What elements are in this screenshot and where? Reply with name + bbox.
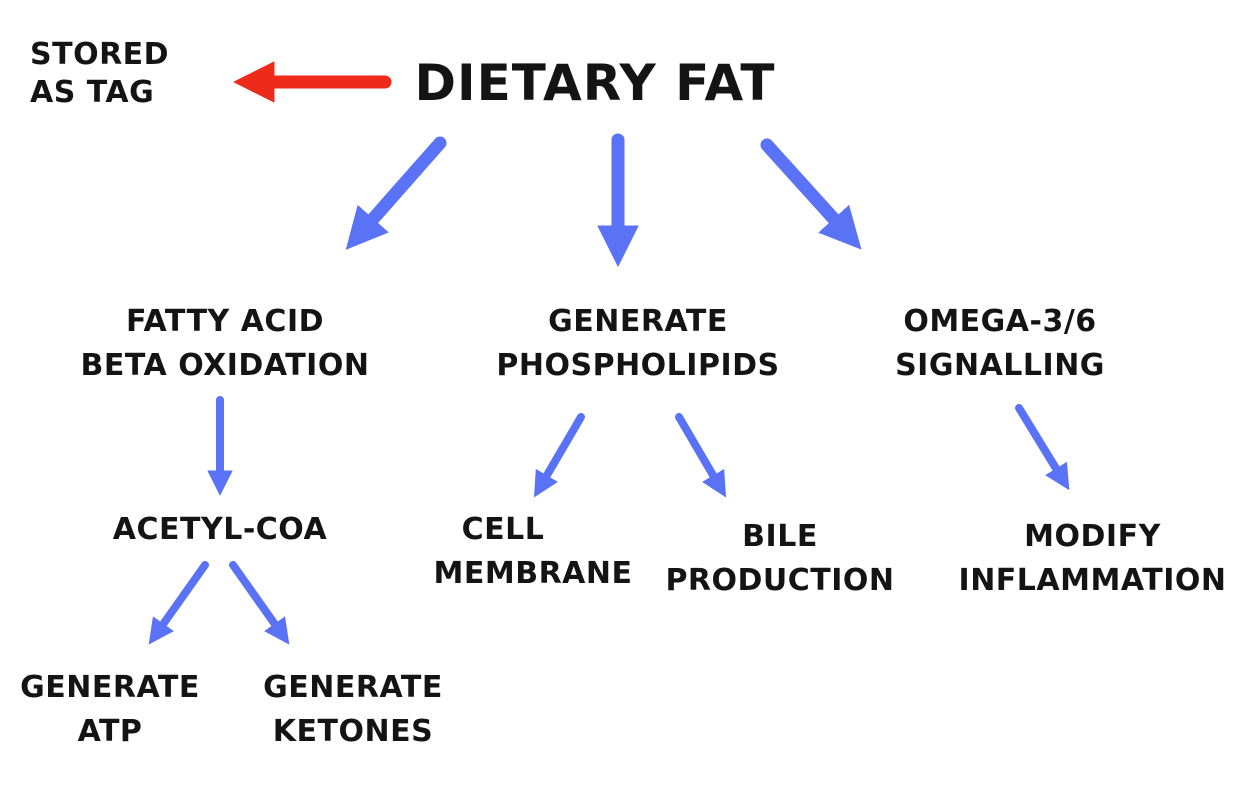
node-phospholipids: GENERATE PHOSPHOLIPIDS bbox=[478, 300, 798, 387]
diagram-title: DIETARY FAT bbox=[414, 54, 776, 112]
node-stored-line-2: AS TAG bbox=[30, 74, 155, 110]
node-ketones-line-1: GENERATE bbox=[263, 670, 443, 705]
node-modify-inflammation: MODIFY INFLAMMATION bbox=[945, 515, 1240, 602]
arrow-to-atp bbox=[148, 561, 209, 645]
arrow-to-ketones bbox=[229, 561, 290, 645]
node-bile-line-1: BILE bbox=[742, 519, 818, 554]
node-omega-signalling: OMEGA-3/6 SIGNALLING bbox=[860, 300, 1140, 387]
node-stored-line-1: STORED bbox=[30, 37, 170, 72]
node-atp-line-2: ATP bbox=[77, 713, 143, 749]
node-atp-line-1: GENERATE bbox=[20, 670, 200, 705]
arrow-to-inflammation bbox=[1015, 404, 1070, 491]
node-phospholipids-line-2: PHOSPHOLIPIDS bbox=[496, 347, 780, 383]
node-bile-production: BILE PRODUCTION bbox=[650, 515, 910, 602]
node-ketones-line-2: KETONES bbox=[272, 713, 434, 749]
node-inflammation-line-2: INFLAMMATION bbox=[958, 562, 1227, 598]
arrow-to-cell-membrane bbox=[533, 413, 585, 498]
node-omega-line-2: SIGNALLING bbox=[895, 347, 1105, 383]
arrow-to-omega bbox=[760, 138, 862, 250]
node-beta-oxidation: FATTY ACID BETA OXIDATION bbox=[45, 300, 405, 387]
node-generate-atp: GENERATE ATP bbox=[5, 666, 215, 753]
node-generate-ketones: GENERATE KETONES bbox=[243, 666, 463, 753]
node-cell-membrane-line-2: MEMBRANE bbox=[433, 555, 633, 591]
node-inflammation-line-1: MODIFY bbox=[1024, 519, 1161, 554]
node-cell-membrane-line-1: CELL bbox=[461, 512, 545, 547]
node-phospholipids-line-1: GENERATE bbox=[548, 304, 728, 339]
arrow-to-beta-oxidation bbox=[345, 136, 447, 250]
node-beta-oxidation-line-2: BETA OXIDATION bbox=[80, 347, 370, 383]
arrow-to-bile bbox=[675, 413, 727, 498]
node-acetyl-coa: ACETYL-COA bbox=[112, 512, 328, 547]
node-bile-line-2: PRODUCTION bbox=[665, 562, 895, 598]
node-beta-oxidation-line-1: FATTY ACID bbox=[125, 304, 325, 339]
node-omega-line-1: OMEGA-3/6 bbox=[903, 304, 1097, 339]
node-cell-membrane: CELL MEMBRANE bbox=[418, 508, 648, 595]
node-stored-as-tag: STORED AS TAG bbox=[30, 36, 210, 111]
